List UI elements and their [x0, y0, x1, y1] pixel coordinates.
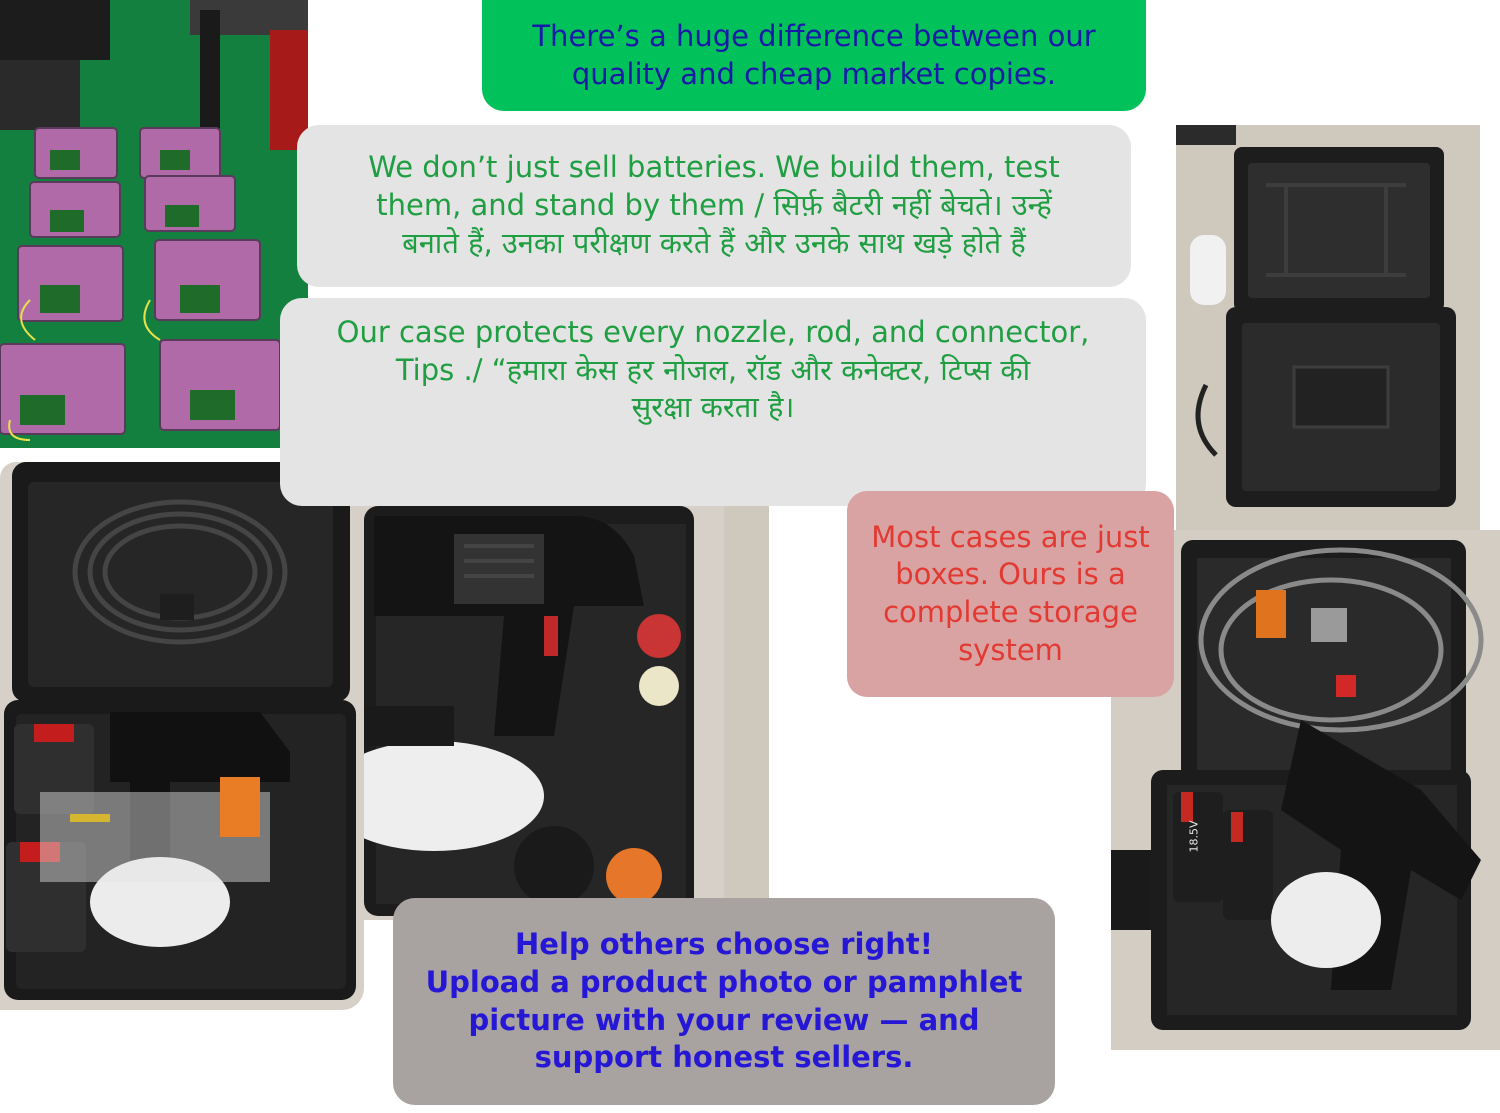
build-line-2: them, and stand by them / सिर्फ़ बैटरी न…: [376, 188, 1052, 223]
full-kit-case-photo: [0, 462, 364, 1010]
battery-voltage-label: 18.5V: [1187, 820, 1201, 853]
review-line-2: Upload a product photo or pamphlet: [425, 964, 1023, 999]
storage-line-1: Most cases are just: [871, 519, 1150, 554]
build-line-1: We don’t just sell batteries. We build t…: [368, 150, 1060, 185]
storage-system-panel: Most cases are just boxes. Ours is a com…: [847, 491, 1174, 697]
review-line-4: support honest sellers.: [534, 1040, 914, 1075]
case-line-1: Our case protects every nozzle, rod, and…: [336, 315, 1090, 349]
open-empty-case-photo: [1176, 125, 1480, 535]
storage-line-3: complete storage: [883, 595, 1138, 629]
build-message-panel: We don’t just sell batteries. We build t…: [297, 125, 1131, 287]
build-line-3: बनाते हैं, उनका परीक्षण करते हैं और उनके…: [402, 225, 1026, 260]
review-request-panel: Help others choose right! Upload a produ…: [393, 898, 1055, 1105]
headline-line-2: quality and cheap market copies.: [571, 56, 1057, 91]
storage-line-4: system: [958, 632, 1063, 667]
spray-gun-closeup-photo: [364, 506, 769, 920]
headline-banner: There’s a huge difference between our qu…: [482, 0, 1146, 111]
case-line-2: Tips ./ “हमारा केस हर नोजल, रॉड और कनेक्…: [395, 352, 1031, 387]
case-line-3: सुरक्षा करता है।: [631, 390, 795, 425]
review-line-1: Help others choose right!: [515, 927, 933, 962]
hose-and-gun-case-photo: [1111, 530, 1500, 1050]
headline-line-1: There’s a huge difference between our: [532, 18, 1096, 53]
review-line-3: picture with your review — and: [468, 1002, 980, 1037]
battery-packs-photo: [0, 0, 308, 448]
storage-line-2: boxes. Ours is a: [895, 557, 1126, 592]
case-protection-panel: Our case protects every nozzle, rod, and…: [280, 298, 1146, 506]
